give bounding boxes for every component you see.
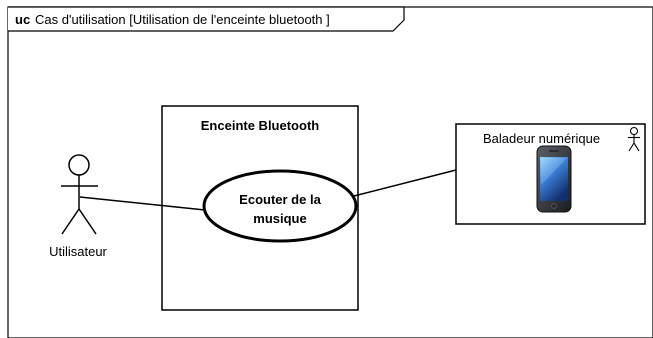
- actor-utilisateur[interactable]: Utilisateur: [49, 154, 108, 259]
- frame-keyword: uc: [15, 12, 30, 27]
- association-user-usecase: [79, 196, 206, 211]
- stick-figure-icon: [61, 154, 98, 235]
- use-case-label-line1: Ecouter de la: [239, 192, 321, 207]
- actor-name-utilisateur: Utilisateur: [49, 244, 107, 259]
- system-name: Enceinte Bluetooth: [201, 118, 320, 133]
- actor-baladeur-numerique[interactable]: Baladeur numérique: [455, 123, 646, 225]
- use-case-label-line2: musique: [253, 211, 306, 226]
- use-case-ecouter-musique[interactable]: Ecouter de la musique: [202, 169, 358, 243]
- system-boundary: Enceinte Bluetooth: [161, 105, 359, 311]
- actor-name-baladeur: Baladeur numérique: [483, 131, 600, 146]
- association-usecase-player: [353, 169, 457, 197]
- frame-title: Cas d'utilisation [Utilisation de l'ence…: [35, 12, 330, 27]
- actor-stereotype-icon: [628, 126, 640, 152]
- smartphone-icon: [536, 145, 572, 213]
- associations: [79, 169, 457, 211]
